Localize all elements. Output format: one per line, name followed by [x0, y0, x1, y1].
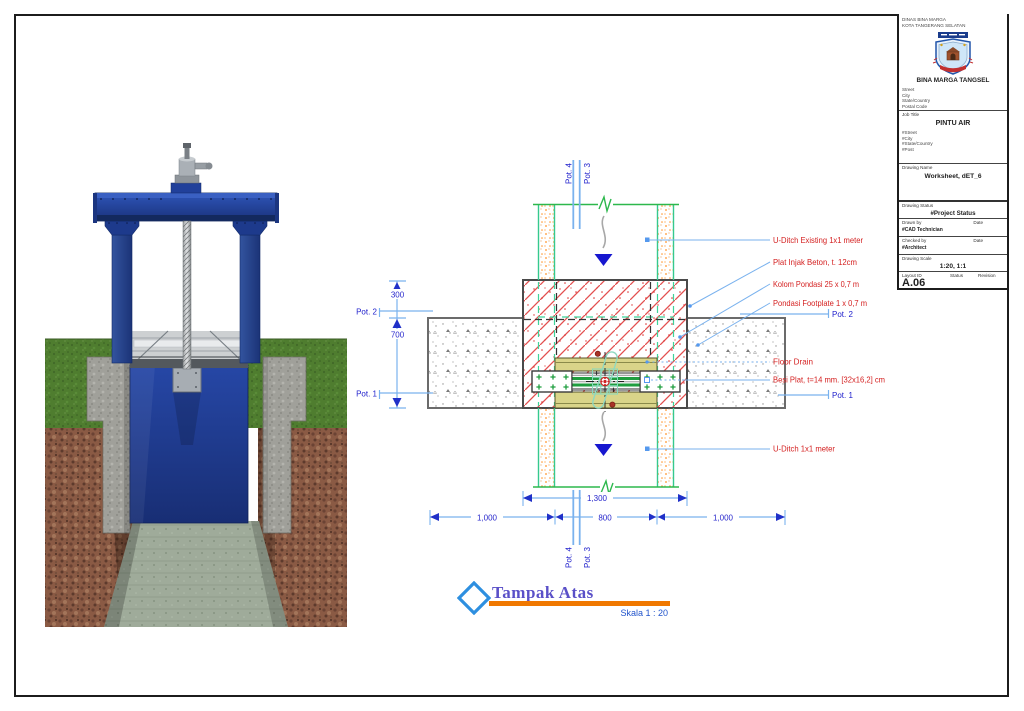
drawing-title: Tampak Atas [492, 583, 594, 602]
channel-floor [104, 521, 288, 627]
annotation-besi-plat: Besi Plat, t=14 mm. [32x16,2] cm [773, 376, 885, 385]
dim-1300: 1,300 [587, 494, 608, 503]
job-title-value: PINTU AIR [935, 120, 971, 127]
screw-spindle [182, 220, 192, 370]
break-symbol-bottom [600, 478, 614, 497]
agency-line-1: DINAS BINA MARGA [902, 17, 946, 22]
anchor-capsule [592, 351, 618, 409]
dim-300: 300 [391, 291, 405, 300]
job-field: #State/Country [902, 141, 933, 147]
annotation-pondasi-footplate: Pondasi Footplate 1 x 0,7 m [773, 299, 867, 308]
drawing-status-section: Drawing Status #Project Status [899, 202, 1007, 218]
title-block: DINAS BINA MARGA KOTA TANGERANG SELATAN … [897, 14, 1007, 290]
drawing-scale-section: Drawing Scale 1:20, 1:1 [899, 255, 1007, 271]
job-field: #City [902, 135, 913, 141]
drawing-name-label: Drawing Name [902, 165, 933, 170]
dim-1000-left: 1,000 [477, 514, 498, 523]
title-underline-bar [489, 601, 670, 606]
steel-frame [93, 177, 279, 364]
annotation-plat-injak: Plat Injak Beton, t. 12cm [773, 258, 857, 267]
checked-by-value: #Architect [902, 245, 927, 251]
tangsel-logo-icon [932, 32, 974, 75]
drawing-scale-value: 1:20, 1:1 [939, 263, 967, 270]
annotation-kolom-pondasi: Kolom Pondasi 25 x 0,7 m [773, 280, 859, 289]
annotation-u-ditch: U-Ditch 1x1 meter [773, 445, 835, 454]
drawn-by-section: Drawn by Date #CAD Technician [899, 219, 1007, 236]
drawing-scale-note: Skala 1 : 20 [620, 608, 668, 618]
pot2-label-right: Pot. 2 [832, 310, 853, 319]
section-label-pot4-bottom: Pot. 4 [565, 547, 574, 568]
address-line: City [902, 92, 910, 98]
job-field: #Post [902, 146, 914, 152]
revision-label: Revision [978, 273, 996, 278]
status-label: Status [950, 273, 964, 278]
org-address: Street City State/Country Postal Code [899, 86, 1007, 110]
column-right [239, 234, 261, 364]
section-lines-vertical: Pot. 4 Pot. 3 Pot. 4 Pot. 3 [565, 160, 592, 568]
checked-by-section: Checked by Date #Architect [899, 237, 1007, 254]
pot1-label-right: Pot. 1 [832, 391, 853, 400]
drawing-title-marker-icon [457, 581, 491, 615]
gate-plate-assembly [531, 350, 681, 412]
sheet-border [14, 14, 1009, 697]
job-title-label: Job Title [902, 112, 920, 117]
annotation-leaders [644, 237, 771, 451]
hoist-mechanism [174, 143, 213, 184]
dim-700: 700 [391, 331, 405, 340]
pot1-label-left: Pot. 1 [356, 390, 377, 399]
drawing-name-section: Drawing Name Worksheet, dET_6 [899, 164, 1007, 200]
layout-id-section: Layout ID Status Revision A.06 [899, 272, 1007, 289]
address-line: Postal Code [902, 103, 928, 109]
address-line: Street [902, 87, 915, 92]
drawing-name-value: Worksheet, dET_6 [924, 173, 982, 180]
drawn-by-value: #CAD Technician [902, 227, 943, 233]
column-left [111, 234, 133, 364]
gate-bracket [172, 367, 202, 393]
title-block-agency: DINAS BINA MARGA KOTA TANGERANG SELATAN [899, 14, 1007, 32]
dim-horizontal-bottom: 1,300 1,000 800 1,000 [429, 491, 786, 526]
checked-by-label: Checked by [902, 238, 927, 243]
drawing-status-value: #Project Status [930, 210, 976, 217]
u-ditch-channel [533, 194, 679, 497]
3d-render-pintu-air [45, 143, 347, 627]
job-field: #Street [902, 130, 917, 135]
dim-1000-right: 1,000 [713, 514, 734, 523]
break-symbol-top [598, 194, 612, 214]
drawn-by-label: Drawn by [902, 220, 922, 225]
agency-line-2: KOTA TANGERANG SELATAN [902, 22, 966, 28]
job-title-section: Job Title PINTU AIR #Street #City #State… [899, 111, 1007, 163]
flow-arrow-top [594, 215, 613, 266]
drawing-scale-label: Drawing Scale [902, 256, 932, 261]
section-label-pot3-top: Pot. 3 [583, 163, 592, 184]
dim-800: 800 [598, 514, 612, 523]
org-name: BINA MARGA TANGSEL [916, 77, 990, 84]
section-markers [378, 308, 830, 399]
layout-id-value: A.06 [902, 277, 926, 289]
section-label-pot3-bottom: Pot. 3 [583, 547, 592, 568]
annotation-u-ditch-existing: U-Ditch Existing 1x1 meter [773, 236, 863, 245]
date-label: Date [973, 220, 984, 225]
pot2-label-left: Pot. 2 [356, 308, 377, 317]
layout-id-label: Layout ID [902, 273, 922, 278]
drawing-status-label: Drawing Status [902, 203, 934, 208]
plan-tampak-atas: Pot. 4 Pot. 3 Pot. 4 Pot. 3 300 700 [356, 160, 885, 568]
dim-vertical-left: 300 700 [387, 280, 408, 409]
concrete-walls [86, 356, 307, 534]
annotation-floor-drain: Floor Drain [773, 358, 813, 367]
date-label: Date [973, 238, 984, 243]
address-line: State/Country [902, 98, 931, 104]
flow-arrow-bottom [594, 411, 613, 456]
section-label-pot4-top: Pot. 4 [565, 163, 574, 184]
agency-logo-wrap [899, 32, 1007, 76]
gate-leaf [129, 364, 249, 524]
